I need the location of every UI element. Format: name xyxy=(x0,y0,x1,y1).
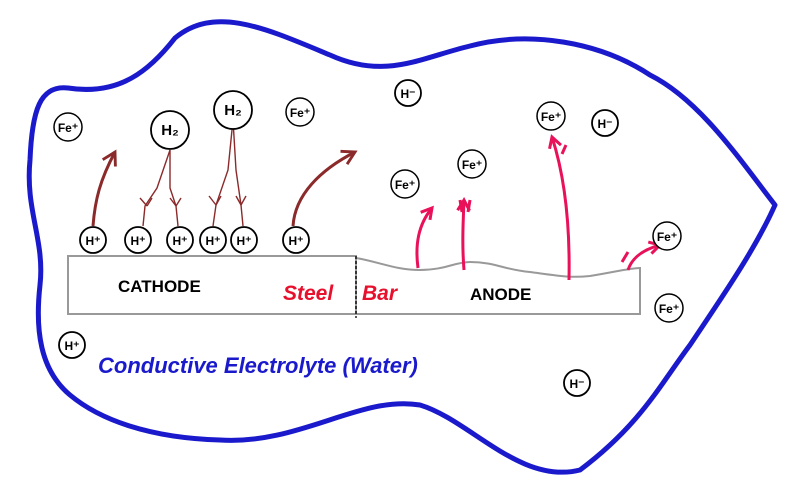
electrolyte-boundary xyxy=(26,19,778,475)
cathode-arrows xyxy=(91,149,358,227)
steel-label: Steel xyxy=(283,282,334,305)
cathode-label: CATHODE xyxy=(118,277,201,296)
h-minus-ions: H⁻ H⁻ H⁻ xyxy=(394,79,619,397)
anode-bar xyxy=(355,256,641,315)
svg-text:Fe⁺: Fe⁺ xyxy=(541,110,561,124)
electrolyte-label: Conductive Electrolyte (Water) xyxy=(98,353,418,378)
anode-label: ANODE xyxy=(470,285,531,304)
h2-formation-lines xyxy=(139,119,247,227)
svg-text:H⁺: H⁺ xyxy=(131,234,146,248)
svg-text:H⁻: H⁻ xyxy=(570,377,585,391)
svg-text:Fe⁺: Fe⁺ xyxy=(58,121,78,135)
bar-label: Bar xyxy=(362,282,399,305)
svg-text:H⁻: H⁻ xyxy=(401,87,416,101)
svg-text:Fe⁺: Fe⁺ xyxy=(290,106,310,120)
svg-text:Fe⁺: Fe⁺ xyxy=(462,158,482,172)
svg-text:H⁺: H⁺ xyxy=(237,234,252,248)
svg-text:H₂: H₂ xyxy=(224,102,242,119)
svg-text:H⁻: H⁻ xyxy=(598,117,613,131)
svg-text:H⁺: H⁺ xyxy=(173,234,188,248)
svg-text:H₂: H₂ xyxy=(161,122,179,139)
svg-text:Fe⁺: Fe⁺ xyxy=(659,302,679,316)
svg-text:Fe⁺: Fe⁺ xyxy=(395,178,415,192)
h-plus-ions: H⁺ H⁺ H⁺ H⁺ H⁺ H⁺ H⁺ xyxy=(58,226,310,359)
svg-text:H⁺: H⁺ xyxy=(289,234,304,248)
svg-text:H⁺: H⁺ xyxy=(206,234,221,248)
anode-dash-marks xyxy=(458,144,630,263)
fe-ions: Fe⁺ Fe⁺ Fe⁺ Fe⁺ Fe⁺ Fe⁺ Fe⁺ xyxy=(53,97,684,323)
svg-text:Fe⁺: Fe⁺ xyxy=(657,230,677,244)
svg-text:H⁺: H⁺ xyxy=(65,339,80,353)
anode-arrows xyxy=(415,134,663,281)
svg-text:H⁺: H⁺ xyxy=(86,234,101,248)
h2-molecules: H₂ H₂ xyxy=(150,90,253,150)
